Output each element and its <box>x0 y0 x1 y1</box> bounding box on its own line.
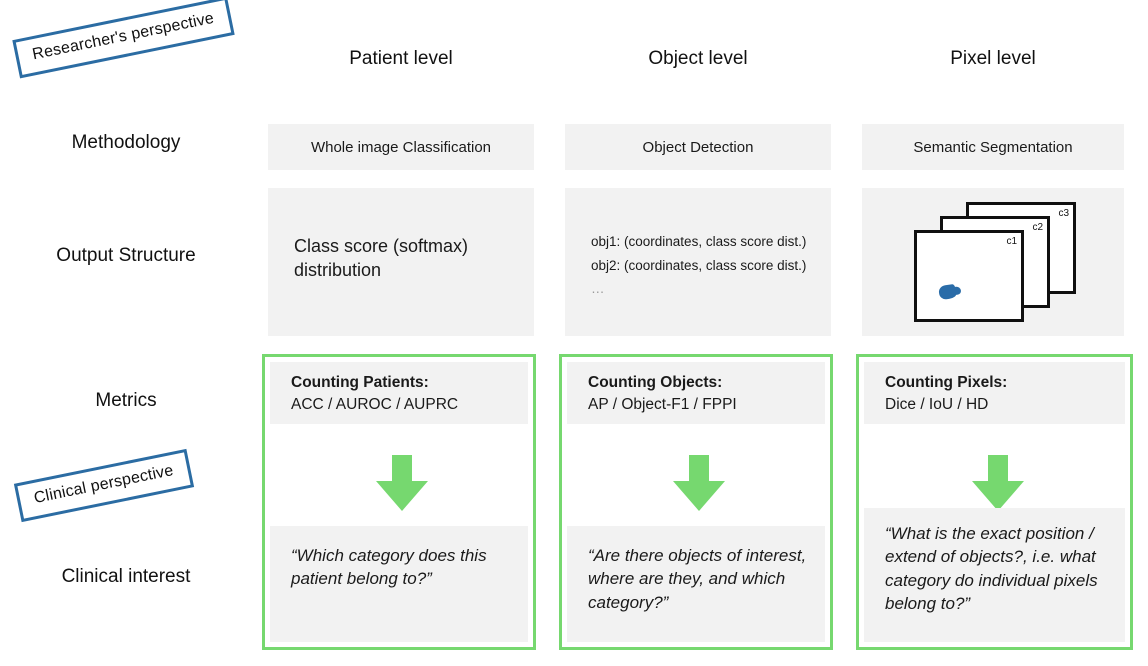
column-header-pixel-level: Pixel level <box>950 48 1036 69</box>
clinical-interest-box-pixel: “What is the exact position / extend of … <box>864 508 1125 642</box>
metrics-clinical-block-pixel: Counting Pixels: Dice / IoU / HD “What i… <box>856 354 1133 650</box>
row-label-methodology: Methodology <box>71 132 181 153</box>
class-layer-label-c1: c1 <box>1006 236 1017 247</box>
class-layer-label-c3: c3 <box>1058 208 1069 219</box>
metrics-box-object: Counting Objects: AP / Object-F1 / FPPI <box>567 362 825 424</box>
clinical-interest-box-patient: “Which category does this patient belong… <box>270 526 528 642</box>
metrics-values-patient: ACC / AUROC / AUPRC <box>291 396 459 414</box>
metrics-box-pixel: Counting Pixels: Dice / IoU / HD <box>864 362 1125 424</box>
row-label-metrics: Metrics <box>95 390 157 411</box>
output-object-line-2: obj2: (coordinates, class score dist.) <box>591 257 807 273</box>
methodology-box-object: Object Detection <box>565 124 831 170</box>
column-header-object-level: Object level <box>648 48 748 69</box>
output-structure-box-pixel: c3 c2 c1 <box>862 188 1124 336</box>
metrics-box-patient: Counting Patients: ACC / AUROC / AUPRC <box>270 362 528 424</box>
class-layer-c1: c1 <box>914 230 1024 322</box>
down-arrow-icon-object <box>673 455 725 511</box>
class-layer-stack-icon: c3 c2 c1 <box>908 202 1100 322</box>
metrics-title-patient: Counting Patients: <box>291 374 429 391</box>
metrics-values-pixel: Dice / IoU / HD <box>885 396 989 414</box>
row-label-clinical-interest: Clinical interest <box>61 566 191 587</box>
row-label-output-structure: Output Structure <box>56 245 196 266</box>
output-structure-box-patient: Class score (softmax) distribution <box>268 188 534 336</box>
metrics-clinical-block-object: Counting Objects: AP / Object-F1 / FPPI … <box>559 354 833 650</box>
metrics-clinical-block-patient: Counting Patients: ACC / AUROC / AUPRC “… <box>262 354 536 650</box>
output-object-ellipsis: … <box>591 281 605 297</box>
down-arrow-icon-pixel <box>972 455 1024 511</box>
researcher-perspective-tag: Researcher's perspective <box>12 0 235 79</box>
segmentation-blob-icon <box>938 283 957 301</box>
output-structure-line-1: Class score (softmax) <box>294 236 469 256</box>
methodology-box-pixel: Semantic Segmentation <box>862 124 1124 170</box>
output-structure-box-object: obj1: (coordinates, class score dist.) o… <box>565 188 831 336</box>
output-object-line-1: obj1: (coordinates, class score dist.) <box>591 234 807 249</box>
column-header-patient-level: Patient level <box>349 48 453 69</box>
class-layer-label-c2: c2 <box>1032 222 1043 233</box>
metrics-title-pixel: Counting Pixels: <box>885 374 1008 391</box>
methodology-box-patient: Whole image Classification <box>268 124 534 170</box>
metrics-title-object: Counting Objects: <box>588 374 723 391</box>
metrics-values-object: AP / Object-F1 / FPPI <box>588 396 737 414</box>
down-arrow-icon-patient <box>376 455 428 511</box>
clinical-perspective-tag: Clinical perspective <box>13 448 194 523</box>
clinical-interest-box-object: “Are there objects of interest, where ar… <box>567 526 825 642</box>
output-structure-line-2: distribution <box>294 260 382 281</box>
